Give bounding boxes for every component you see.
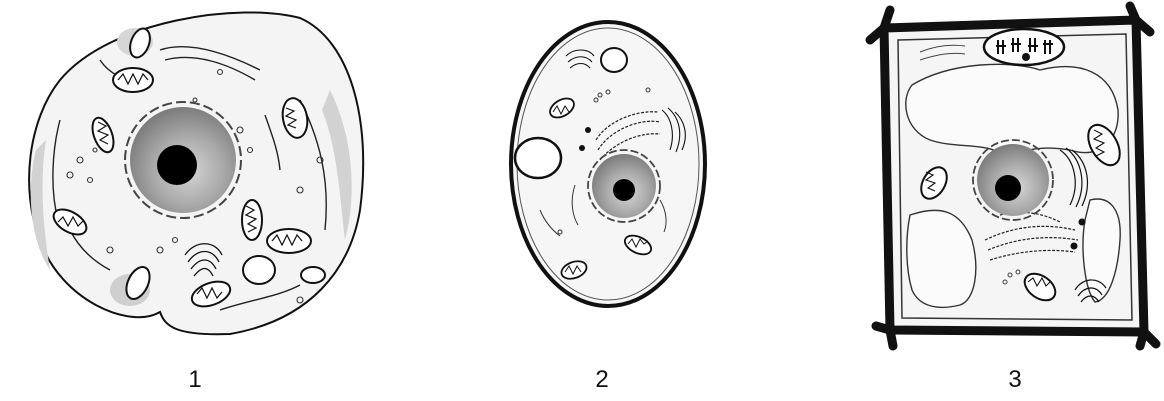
cell-1 <box>29 12 363 334</box>
cell-1-label: 1 <box>175 366 215 394</box>
cell-3 <box>870 6 1156 346</box>
cell-2-nucleolus <box>613 179 635 201</box>
cell-2 <box>511 22 705 306</box>
cell-2-vacuole <box>601 48 627 72</box>
cell-1-vacuole <box>243 256 275 284</box>
cell-3-label: 3 <box>995 366 1035 394</box>
cell-2-vacuole <box>515 138 561 178</box>
cell-2-label: 2 <box>582 366 622 394</box>
cell-1-nucleolus <box>157 145 197 185</box>
cell-3-nucleolus <box>995 175 1021 201</box>
cell-3-starch-granule <box>1022 53 1030 61</box>
